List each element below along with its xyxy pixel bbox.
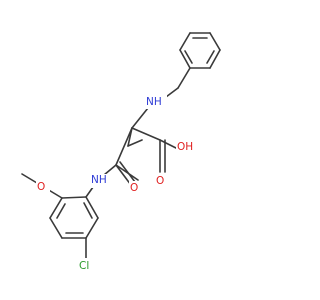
amide-nh-label: NH [91,174,107,186]
chemical-structure-diagram: NH OH O O NH O Cl [21,32,221,272]
amine-nh-label: NH [146,96,162,108]
hydroxyl-label: OH [177,141,193,153]
chloromethoxyphenyl-ring [21,173,99,259]
backbone-bonds [97,67,191,186]
phenyl-ring [179,32,221,69]
chlorine-label: Cl [79,260,89,272]
atom-labels: NH OH O O NH O Cl [36,95,198,272]
carboxyl-oxygen-label: O [156,175,164,187]
amide-oxygen-label: O [130,182,138,194]
ether-oxygen-label: O [37,181,45,193]
